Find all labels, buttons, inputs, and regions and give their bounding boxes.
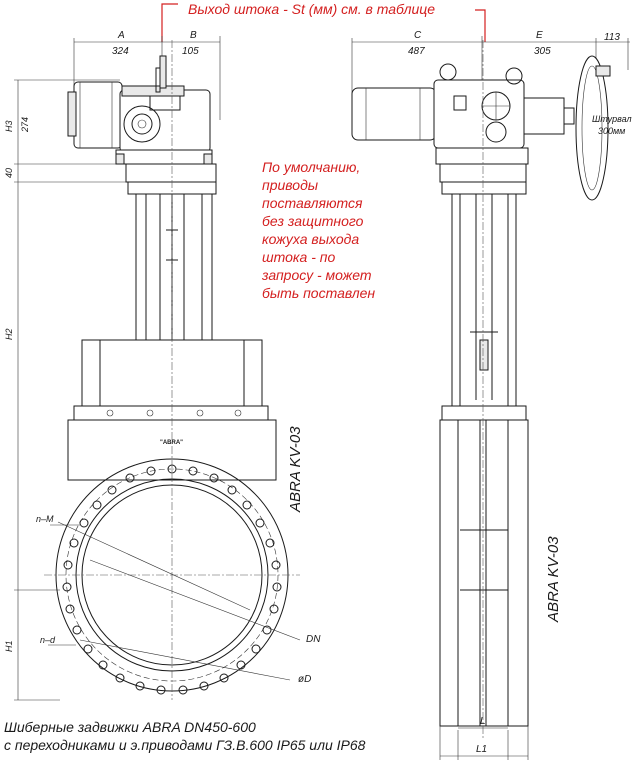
dim-l-label: L: [480, 716, 486, 727]
caption: Шиберные задвижки ABRA DN450-600 с перех…: [4, 719, 366, 753]
gearbox-body: [119, 89, 211, 153]
actuator-base: [115, 149, 213, 165]
dim-h2-label: H2: [4, 328, 14, 340]
bolt-holes: [62, 464, 282, 695]
dim-w-value: 113: [604, 32, 620, 43]
gland-plate-side: [441, 405, 527, 421]
stem-outlet-callout: Выход штока - St (мм) см. в таблице: [161, 1, 486, 42]
motor-body: [73, 81, 123, 149]
dim-b-label: B: [190, 30, 197, 41]
handwheel-label-1: Штурвал: [592, 114, 632, 124]
model-label-left: ABRA KV-03: [287, 426, 304, 513]
stem-outlet-note: Выход штока - St (мм) см. в таблице: [188, 1, 435, 17]
dim-e-label: E: [536, 30, 543, 41]
indicator-window-bottom: [485, 121, 507, 143]
model-label-right: ABRA KV-03: [545, 536, 562, 623]
note-line-2: поставляются: [262, 195, 363, 211]
dim-b-value: 105: [182, 46, 199, 57]
handwheel-label-2: 300мм: [598, 126, 625, 136]
label-dn: DN: [306, 634, 321, 645]
lifting-eye-right: [505, 67, 523, 85]
lifting-eye-left: [439, 63, 457, 81]
motor-end-cap: [67, 91, 77, 137]
gearbox-cover: [121, 85, 185, 97]
stem-nut-side: [479, 339, 489, 371]
note-line-7: быть поставлен: [262, 285, 375, 301]
default-supply-note: По умолчанию, приводы поставляются без з…: [261, 159, 375, 301]
label-n-d: n–d: [40, 635, 56, 645]
motor-body-side: [351, 87, 437, 141]
note-line-1: приводы: [262, 177, 319, 193]
right-view: C 487 E 305 113 Штурвал 300мм: [351, 30, 632, 760]
dim-l1-label: L1: [476, 744, 487, 755]
dim-c-value: 487: [408, 46, 425, 57]
note-line-0: По умолчанию,: [262, 159, 360, 175]
dim-c-label: C: [414, 30, 422, 41]
dim-gap-value: 40: [4, 168, 14, 178]
brand-plate: "ABRA": [160, 440, 183, 446]
label-od: øD: [298, 674, 311, 685]
dim-e-value: 305: [534, 46, 551, 57]
handwheel-handle: [595, 65, 611, 77]
caption-line-1: Шиберные задвижки ABRA DN450-600: [4, 719, 256, 735]
dim-h1-label: H1: [4, 640, 14, 652]
dim-a-value: 324: [112, 46, 129, 57]
dim-a-label: A: [117, 30, 125, 41]
yoke-column-side-right: [507, 193, 517, 407]
note-line-5: штока - по: [262, 249, 335, 265]
yoke-plate-side: [441, 181, 527, 195]
left-view: A 324 B 105 H3 274 40 H2 H1: [4, 30, 321, 701]
caption-line-2: с переходниками и э.приводами ГЗ.В.600 I…: [4, 737, 366, 753]
stem-top: [159, 55, 167, 89]
gearbox-side: [433, 79, 525, 149]
note-line-3: без защитного: [262, 213, 364, 229]
label-n-m: n–M: [36, 514, 54, 524]
yoke-column-side-left: [451, 193, 461, 407]
adapter-flange: [125, 163, 217, 183]
manual-gearbox: [523, 97, 565, 135]
gland-plate: [73, 405, 269, 421]
dim-h3-label: H3: [4, 120, 14, 132]
note-line-4: кожуха выхода: [262, 231, 359, 247]
gear-cover-circle: [123, 105, 161, 143]
dim-h3-value: 274: [20, 117, 30, 133]
note-line-6: запросу - может: [261, 267, 372, 283]
actuator-base-side: [435, 147, 529, 165]
nameplate: [453, 95, 467, 111]
